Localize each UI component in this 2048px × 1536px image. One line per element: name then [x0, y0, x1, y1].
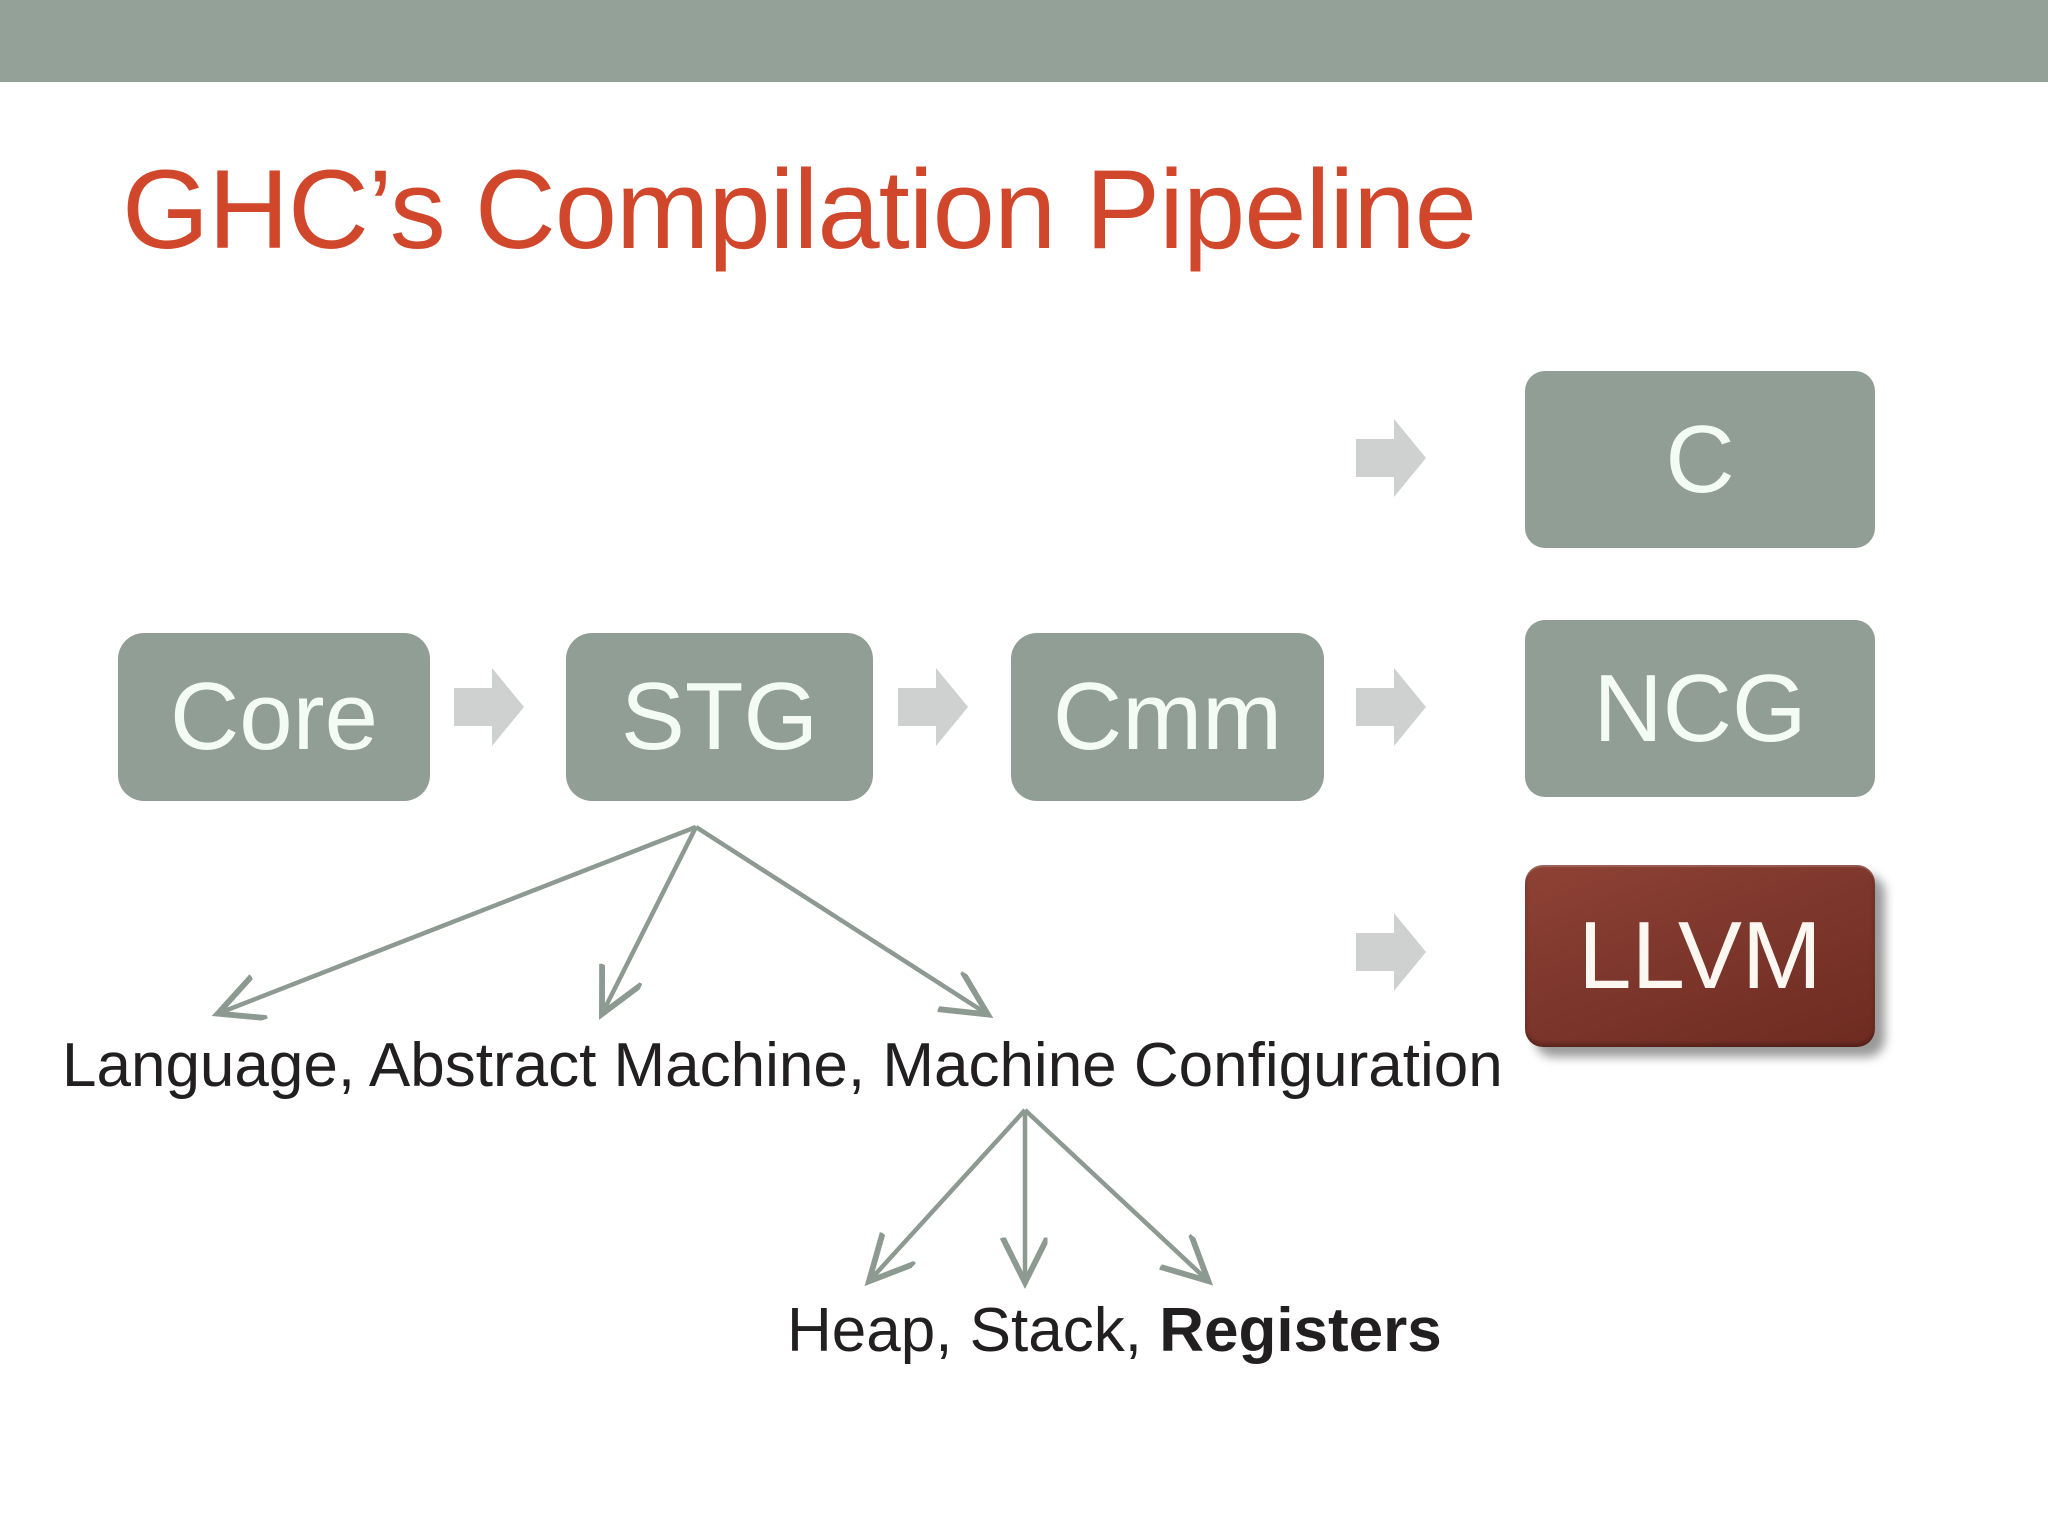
pipeline-stage-cmm[interactable]: Cmm: [1011, 633, 1324, 801]
annotation-arrow-left: [872, 1108, 1027, 1278]
annotation-level1-text: Language, Abstract Machine, Machine Conf…: [62, 1031, 1503, 1100]
pipeline-stage-stg[interactable]: STG: [566, 633, 873, 801]
pipeline-stage-core[interactable]: Core: [118, 633, 430, 801]
pipeline-backend-ncg-label: NCG: [1593, 654, 1807, 762]
annotation-level2-bold: Registers: [1159, 1296, 1442, 1365]
annotation-level2-plain: Heap, Stack,: [787, 1296, 1160, 1365]
annotation-arrow-middle: [604, 825, 699, 1010]
pipeline-stage-cmm-label: Cmm: [1052, 663, 1283, 770]
pipeline-backend-llvm-label: LLVM: [1578, 902, 1822, 1009]
page-title: GHC’s Compilation Pipeline: [122, 147, 1477, 272]
annotation-arrow-right: [1023, 1108, 1205, 1278]
block-arrow-right-icon: [1356, 913, 1426, 991]
block-arrow-right-icon: [454, 668, 524, 746]
pipeline-backend-ncg[interactable]: NCG: [1525, 620, 1875, 797]
header-band: [0, 0, 2048, 82]
pipeline-backend-c[interactable]: C: [1525, 371, 1875, 548]
pipeline-stage-core-label: Core: [169, 663, 379, 770]
annotation-level2-text: Heap, Stack, Registers: [787, 1298, 1442, 1363]
block-arrow-right-icon: [1356, 419, 1426, 497]
block-arrow-right-icon: [898, 668, 968, 746]
block-arrow-right-icon: [1356, 668, 1426, 746]
annotation-arrow-left: [222, 824, 697, 1012]
pipeline-backend-c-label: C: [1665, 405, 1735, 513]
annotation-arrow-right: [694, 825, 984, 1012]
pipeline-backend-llvm[interactable]: LLVM: [1525, 865, 1875, 1047]
pipeline-stage-stg-label: STG: [620, 663, 819, 770]
